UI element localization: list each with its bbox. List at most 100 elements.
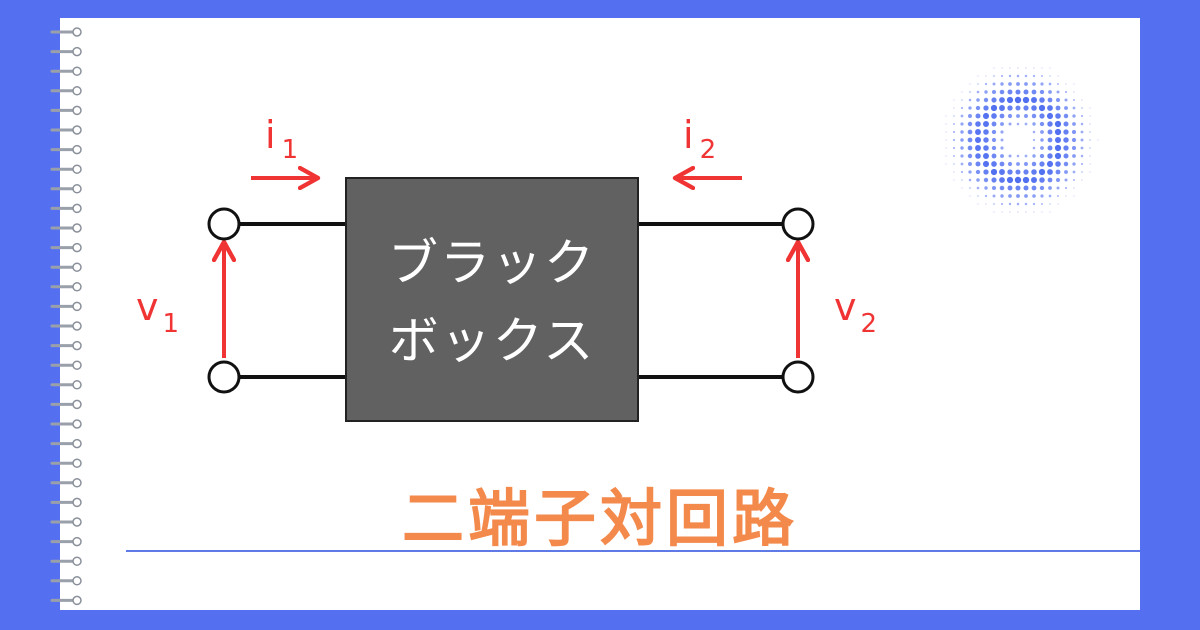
halftone-dot <box>1049 211 1051 213</box>
halftone-dot <box>1000 154 1004 158</box>
halftone-dot <box>1055 169 1061 175</box>
halftone-dot <box>1097 139 1099 141</box>
halftone-dot <box>1016 114 1020 118</box>
halftone-dot <box>1022 176 1030 184</box>
binding-ring <box>50 497 82 508</box>
halftone-dot <box>985 203 987 205</box>
halftone-dot <box>1031 185 1037 191</box>
halftone-dot <box>953 107 955 109</box>
halftone-dot <box>953 99 955 101</box>
halftone-dot <box>975 129 981 135</box>
halftone-dot <box>1031 169 1037 175</box>
halftone-dot <box>952 138 956 142</box>
halftone-dot <box>1089 115 1091 117</box>
halftone-dot <box>945 139 947 141</box>
halftone-dot <box>1032 138 1036 142</box>
binding-ring <box>50 595 82 606</box>
halftone-dot <box>960 154 964 158</box>
halftone-dot <box>1000 194 1004 198</box>
binding-ring <box>50 301 82 312</box>
halftone-dot <box>1081 107 1083 109</box>
halftone-dot <box>1063 129 1069 135</box>
halftone-dot <box>1032 130 1036 134</box>
halftone-dot <box>1040 146 1044 150</box>
halftone-dot <box>974 136 982 144</box>
halftone-dot <box>999 105 1005 111</box>
halftone-dot <box>991 113 997 119</box>
halftone-dot <box>969 91 971 93</box>
halftone-dot <box>1072 114 1076 118</box>
halftone-dot <box>1057 195 1059 197</box>
halftone-dot <box>1047 137 1053 143</box>
halftone-dot <box>1000 138 1004 142</box>
halftone-dot <box>1031 113 1037 119</box>
halftone-dot <box>1024 194 1028 198</box>
halftone-dot <box>985 75 987 77</box>
halftone-dot <box>1017 67 1019 69</box>
halftone-dot <box>1030 176 1038 184</box>
binding-ring <box>50 184 82 194</box>
halftone-dot <box>1040 194 1044 198</box>
black-box <box>345 177 639 422</box>
halftone-dot <box>1080 154 1084 158</box>
halftone-dot <box>945 115 947 117</box>
halftone-dot <box>1063 137 1069 143</box>
halftone-dot <box>967 153 973 159</box>
halftone-dot <box>1007 89 1013 95</box>
halftone-dot <box>1015 185 1021 191</box>
halftone-dot <box>1048 90 1052 94</box>
halftone-dot <box>969 187 971 189</box>
halftone-dot <box>1064 178 1068 182</box>
box-label-line2: ボックス <box>389 312 596 370</box>
halftone-dot <box>1064 170 1068 174</box>
halftone-dot <box>1016 154 1020 158</box>
halftone-dot <box>1039 177 1045 183</box>
halftone-dot <box>984 186 988 190</box>
halftone-dot <box>1009 67 1011 69</box>
halftone-dot <box>983 145 989 151</box>
halftone-dot <box>960 122 964 126</box>
halftone-dot <box>1047 97 1053 103</box>
halftone-dot <box>967 145 973 151</box>
halftone-dot <box>1015 105 1021 111</box>
halftone-dot <box>1055 161 1061 167</box>
halftone-dot <box>990 168 998 176</box>
halftone-dot <box>1039 89 1045 95</box>
halftone-dot <box>1073 187 1075 189</box>
halftone-dot <box>1054 120 1062 128</box>
halftone-dot <box>1024 162 1028 166</box>
binding-ring <box>50 262 82 272</box>
halftone-dot <box>983 129 989 135</box>
halftone-dot <box>1047 105 1053 111</box>
halftone-dot <box>1057 203 1059 205</box>
halftone-dot <box>1006 96 1014 104</box>
halftone-dot <box>961 91 963 93</box>
halftone-dot <box>999 97 1005 103</box>
halftone-dot <box>1072 162 1076 166</box>
halftone-dot <box>1072 122 1076 126</box>
halftone-dot <box>1041 75 1043 77</box>
binding-ring <box>50 380 82 390</box>
halftone-dot <box>1016 162 1020 166</box>
binding-ring <box>50 203 82 214</box>
halftone-dot <box>991 89 997 95</box>
halftone-dot <box>1056 178 1060 182</box>
terminal-left-bottom <box>207 360 241 394</box>
halftone-dot <box>1007 169 1013 175</box>
halftone-dot <box>982 152 990 160</box>
halftone-dot <box>1071 145 1077 151</box>
halftone-dot <box>960 146 964 150</box>
halftone-dot <box>991 137 997 143</box>
halftone-dot <box>968 162 972 166</box>
halftone-dot <box>1073 195 1075 197</box>
halftone-dot <box>1047 121 1053 127</box>
binding-ring <box>50 458 82 468</box>
halftone-dot <box>968 170 972 174</box>
halftone-dot <box>991 185 997 191</box>
binding-ring <box>50 86 82 96</box>
halftone-dot <box>1009 211 1011 213</box>
halftone-dot <box>1016 194 1020 198</box>
halftone-dot <box>969 195 971 197</box>
